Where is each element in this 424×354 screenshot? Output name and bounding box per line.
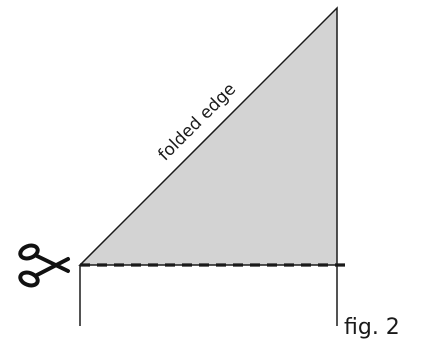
figure-label: fig. 2 — [344, 315, 400, 340]
scissors-icon — [18, 243, 70, 288]
folded-flap-triangle — [78, 6, 338, 266]
